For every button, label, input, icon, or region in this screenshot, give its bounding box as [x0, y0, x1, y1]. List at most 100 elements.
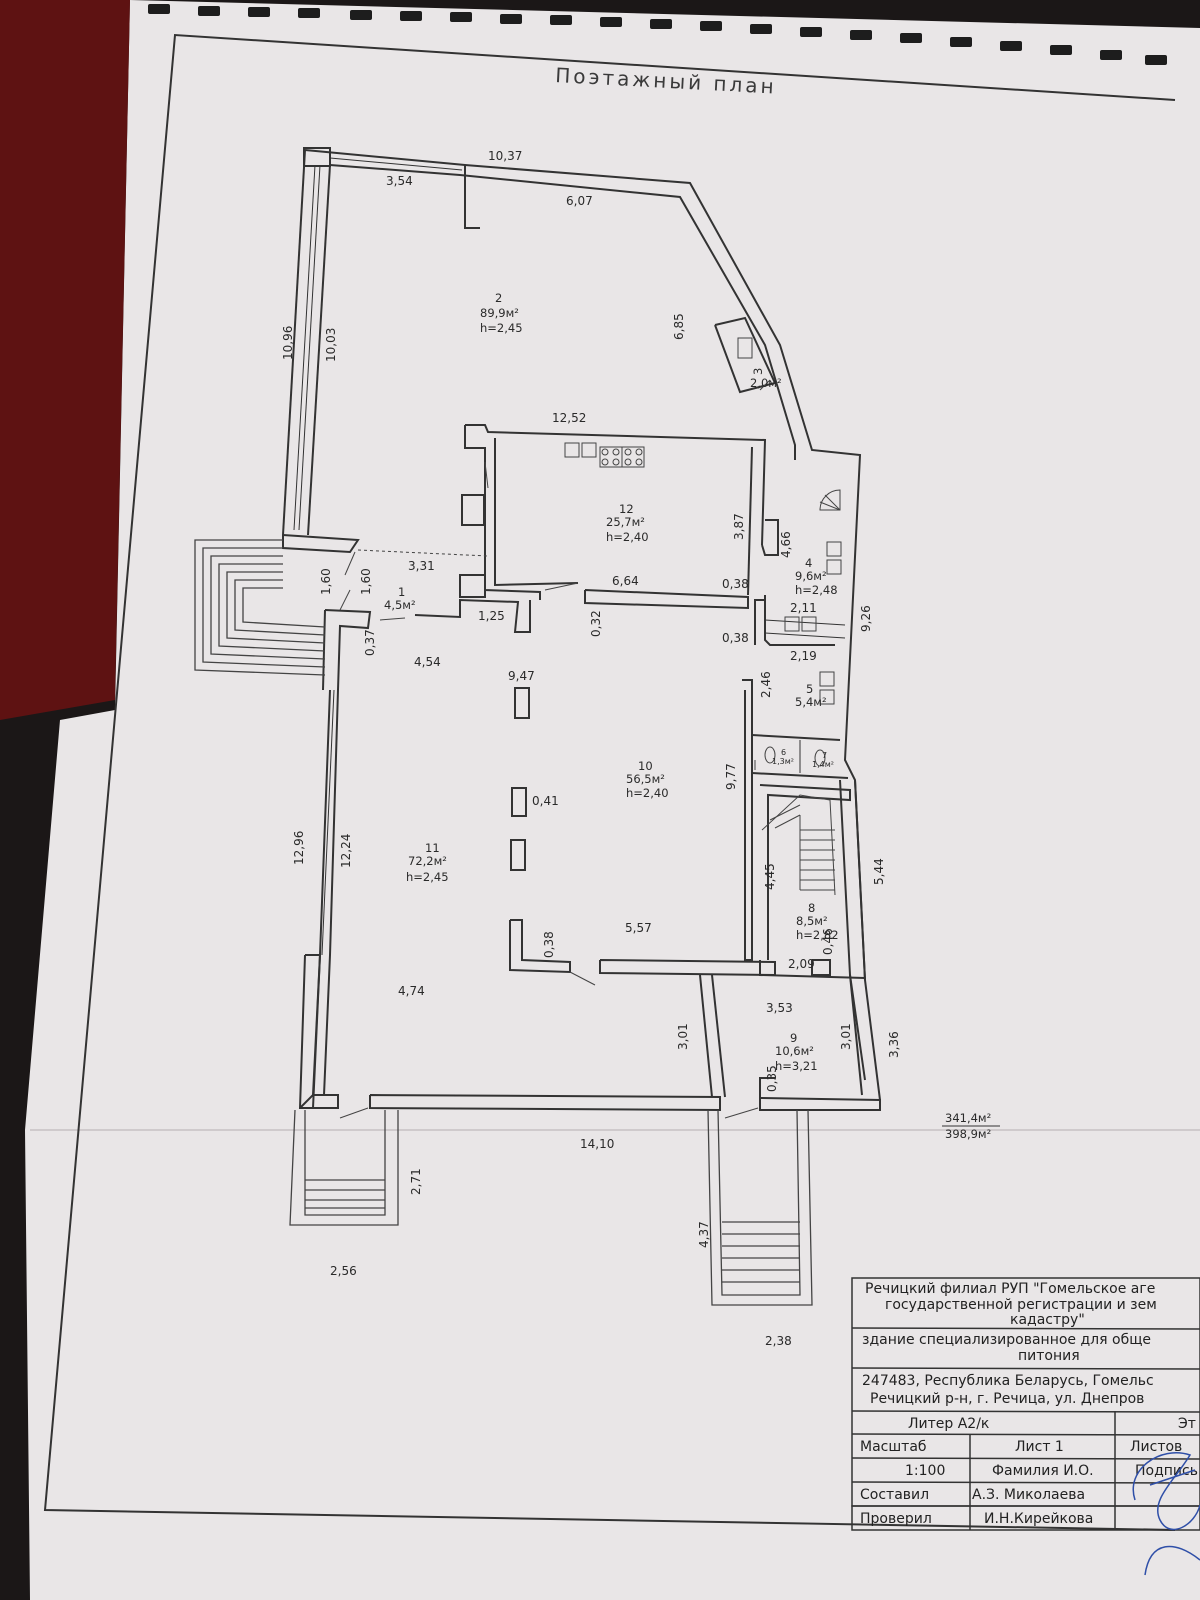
room-height: h=2,45	[480, 321, 523, 335]
room-height: h=3,21	[775, 1059, 818, 1073]
dimension-label: 9,26	[859, 605, 873, 632]
dimension-label: 12,96	[292, 831, 306, 865]
background-fabric	[0, 0, 130, 720]
compiled-name: А.З. Миколаева	[972, 1487, 1085, 1503]
dimension-label: 4,74	[398, 984, 425, 998]
internal-stair	[761, 794, 836, 896]
dimension-label: 2,11	[790, 601, 817, 615]
liter-label: Литер А2/к	[908, 1416, 989, 1432]
room-area: 1,3м²	[772, 757, 794, 766]
dimension-label: 0,35	[765, 1065, 779, 1092]
dimension-label: 3,53	[766, 1001, 793, 1015]
room-area: 56,5м²	[626, 772, 665, 786]
title-block-last-row: Проверил И.Н.Кирейкова	[851, 1505, 1200, 1531]
dimension-label: 10,96	[281, 326, 295, 360]
spiral-stair-icon	[819, 489, 841, 511]
dimension-label: 9,47	[508, 669, 535, 683]
title-block	[851, 1277, 1200, 1507]
room-area: 4,5м²	[384, 598, 416, 612]
room-number: 6	[781, 748, 786, 757]
signature-mark	[1132, 1452, 1200, 1576]
area-totals: 341,4м² 398,9м²	[942, 1111, 1000, 1141]
room-number: 12	[619, 502, 634, 516]
dimension-label: 2,56	[330, 1264, 357, 1278]
room-number: 11	[425, 841, 440, 855]
address-line1: 247483, Республика Беларусь, Гомельс	[862, 1373, 1154, 1389]
dimension-label: 2,38	[765, 1334, 792, 1348]
kitchen-equipment	[564, 442, 645, 468]
room-area: 89,9м²	[480, 306, 519, 320]
floor-label: Эт	[1178, 1416, 1196, 1432]
dimension-label: 2,46	[759, 671, 773, 698]
spiral-binding	[148, 4, 1167, 65]
dimension-label: 3,54	[386, 174, 413, 188]
drawing-frame	[43, 33, 1176, 1531]
checked-name: И.Н.Кирейкова	[984, 1511, 1093, 1527]
dimension-label: 4,37	[697, 1221, 711, 1248]
room-number: 10	[638, 759, 653, 773]
dimension-label: 12,24	[339, 834, 353, 868]
dimension-label: 6,64	[612, 574, 639, 588]
dimension-label: 0,32	[589, 610, 603, 637]
dimension-label: 6,85	[672, 313, 686, 340]
org-name-line2: государственной регистрации и зем	[885, 1297, 1157, 1313]
room-height: h=2,48	[795, 583, 838, 597]
total-living-area: 341,4м²	[945, 1111, 991, 1125]
dimension-label: 2,09	[788, 957, 815, 971]
scale-label: Масштаб	[860, 1439, 927, 1455]
room-area: 9,6м²	[795, 569, 827, 583]
compiled-label: Составил	[860, 1487, 929, 1503]
dimension-label: 4,54	[414, 655, 441, 669]
room-number: 2	[495, 291, 502, 305]
dimension-label: 2,71	[409, 1168, 423, 1195]
building-line1: здание специализированное для обще	[862, 1332, 1151, 1348]
address-line2: Речицкий р-н, г. Речица, ул. Днепров	[870, 1391, 1144, 1407]
org-name-line3: кадастру"	[1010, 1312, 1085, 1328]
room-area: 5,4м²	[795, 695, 827, 709]
dimension-label: 0,41	[532, 794, 559, 808]
dimension-label: 0,38	[722, 631, 749, 645]
dimension-label: 0,37	[363, 629, 377, 656]
dimension-label: 1,60	[359, 568, 373, 595]
dimension-label: 3,01	[839, 1023, 853, 1050]
room-number: 3	[751, 368, 765, 375]
entrance-steps-south-west	[289, 1109, 399, 1226]
dimension-label: 3,87	[732, 513, 746, 540]
room-area: 1,4м²	[812, 760, 834, 769]
dimension-label: 4,66	[779, 531, 793, 558]
dimension-label: 3,36	[887, 1031, 901, 1058]
room-number: 1	[398, 585, 405, 599]
room-height: h=2,40	[626, 786, 669, 800]
sheet-label: Лист 1	[1015, 1439, 1064, 1455]
exterior-walls	[282, 147, 881, 1112]
dimension-label: 3,01	[676, 1023, 690, 1050]
dimension-label: 6,07	[566, 194, 593, 208]
dimension-label: 1,25	[478, 609, 505, 623]
dimension-label: 0,38	[722, 577, 749, 591]
room-labels: 1 4,5м² 2 89,9м² h=2,45 3 2,0м² 4 9,6м² …	[384, 291, 839, 1073]
dimension-label: 1,60	[319, 568, 333, 595]
entrance-steps-west	[194, 539, 326, 676]
dimension-label: 5,57	[625, 921, 652, 935]
room-area: 25,7м²	[606, 515, 645, 529]
dimension-label: 0,38	[542, 931, 556, 958]
sheets-label: Листов	[1130, 1439, 1182, 1455]
room-area: 8,5м²	[796, 914, 828, 928]
dimension-labels: 10,37 3,54 6,07 10,96 10,03 6,85 12,52 3…	[281, 149, 901, 1348]
room-height: h=2,40	[606, 530, 649, 544]
room-area: 72,2м²	[408, 854, 447, 868]
room-number: 5	[806, 682, 813, 696]
room-number: 9	[790, 1031, 797, 1045]
door-swings	[339, 379, 771, 1119]
opening-line	[357, 549, 489, 557]
room-number: 7	[822, 751, 827, 760]
dimension-label: 12,52	[552, 411, 586, 425]
dimension-label: 10,37	[488, 149, 522, 163]
org-name-line1: Речицкий филиал РУП "Гомельское аге	[865, 1281, 1155, 1297]
dimension-label: 4,45	[763, 863, 777, 890]
dimension-label: 5,44	[872, 858, 886, 885]
room-area: 2,0м²	[750, 376, 782, 390]
room-number: 4	[805, 556, 812, 570]
